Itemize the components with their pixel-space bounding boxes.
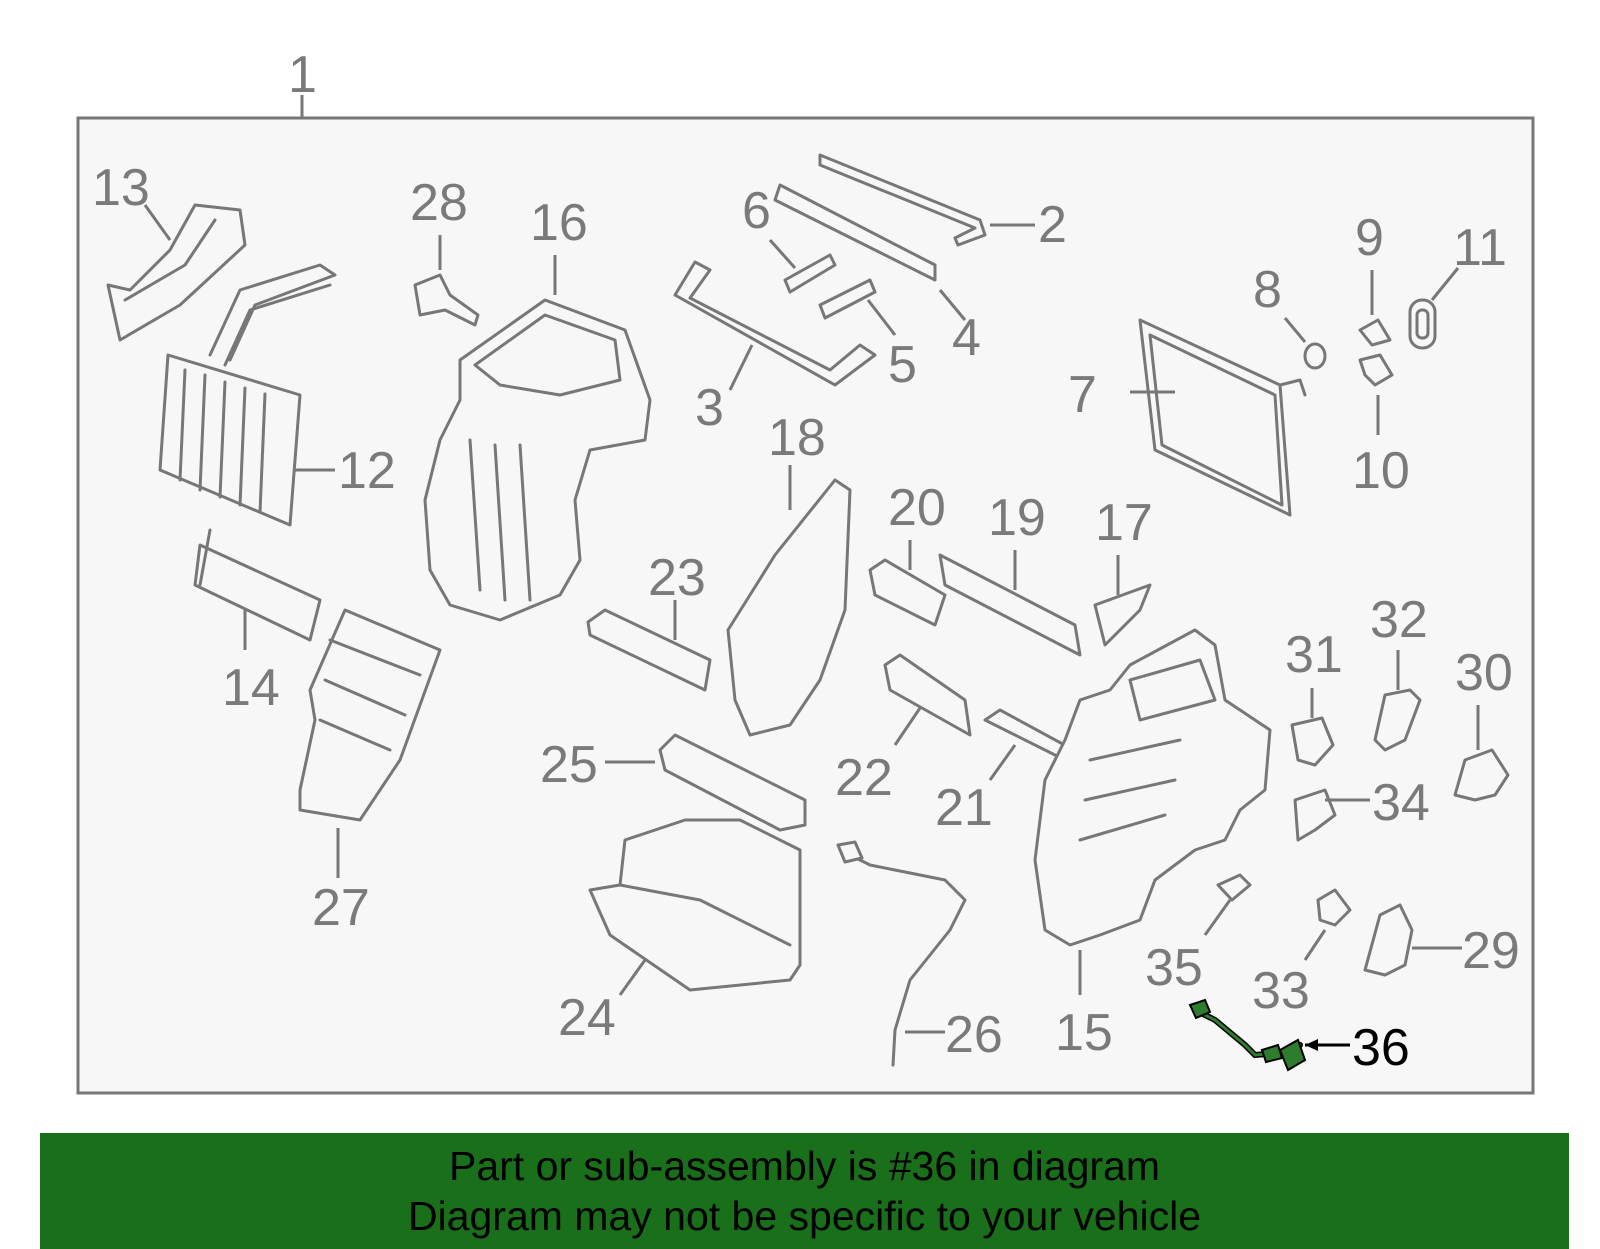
banner-line-2: Diagram may not be specific to your vehi… xyxy=(407,1193,1201,1239)
callout-5: 5 xyxy=(888,336,917,394)
part-10-clip xyxy=(1358,353,1394,387)
callout-15: 15 xyxy=(1055,1004,1113,1062)
callout-25: 25 xyxy=(540,736,598,794)
part-31-actuator xyxy=(1290,716,1335,767)
callout-12: 12 xyxy=(338,442,396,500)
part-4-seal xyxy=(773,183,937,282)
part-19-bar xyxy=(938,553,1082,657)
callout-4: 4 xyxy=(952,309,981,367)
callout-1: 1 xyxy=(288,46,317,104)
callout-3: 3 xyxy=(695,379,724,437)
callout-20: 20 xyxy=(888,479,946,537)
part-3-seal xyxy=(673,260,877,387)
part-12-heater-core xyxy=(158,263,337,527)
part-36-harness-highlighted xyxy=(1188,998,1307,1072)
callout-30: 30 xyxy=(1455,644,1513,702)
callout-13: 13 xyxy=(92,159,150,217)
part-9-clip xyxy=(1358,318,1392,347)
part-11-grommet xyxy=(1408,298,1437,350)
callout-17: 17 xyxy=(1095,494,1153,552)
callout-6: 6 xyxy=(742,182,771,240)
callout-33: 33 xyxy=(1252,962,1310,1020)
callout-11: 11 xyxy=(1453,219,1507,277)
callout-19: 19 xyxy=(988,489,1046,547)
part-23-door xyxy=(586,608,712,692)
part-27-duct xyxy=(298,608,442,822)
part-32-gear xyxy=(1373,688,1422,752)
part-16-case xyxy=(423,298,652,622)
part-26-harness xyxy=(836,840,967,1067)
banner-line-1: Part or sub-assembly is #36 in diagram xyxy=(449,1143,1160,1189)
part-22-door xyxy=(883,653,972,737)
callout-27: 27 xyxy=(312,879,370,937)
callout-26: 26 xyxy=(945,1006,1003,1064)
part-34-lever xyxy=(1293,788,1337,842)
callout-22: 22 xyxy=(835,749,893,807)
callout-10: 10 xyxy=(1352,442,1410,500)
callout-9: 9 xyxy=(1355,209,1384,267)
callout-7: 7 xyxy=(1068,366,1097,424)
part-15-case xyxy=(1033,628,1272,947)
info-banner: Part or sub-assembly is #36 in diagram D… xyxy=(40,1133,1569,1249)
part-13-duct xyxy=(106,203,247,342)
callout-29: 29 xyxy=(1462,922,1520,980)
part-17-bracket xyxy=(1093,583,1152,647)
part-20-link xyxy=(868,558,947,627)
part-8-grommet xyxy=(1303,342,1327,370)
part-30-actuator xyxy=(1453,748,1510,802)
part-24-case xyxy=(588,818,802,992)
callout-24: 24 xyxy=(558,989,616,1047)
callout-16: 16 xyxy=(530,194,588,252)
part-28-sensor xyxy=(413,273,480,327)
part-7-evaporator xyxy=(1138,318,1307,517)
part-29-actuator xyxy=(1363,903,1414,977)
callout-34: 34 xyxy=(1372,774,1430,832)
part-5-pad xyxy=(818,278,877,320)
part-35-clip xyxy=(1216,873,1252,902)
callout-2: 2 xyxy=(1038,196,1067,254)
callout-28: 28 xyxy=(410,174,468,232)
part-25-panel xyxy=(658,733,807,832)
callout-35: 35 xyxy=(1145,939,1203,997)
part-33-clip xyxy=(1316,888,1352,927)
part-14-filter xyxy=(193,528,322,642)
callout-36: 36 xyxy=(1352,1019,1410,1077)
callout-31: 31 xyxy=(1285,626,1343,684)
part-2-seal xyxy=(818,153,987,247)
callout-21: 21 xyxy=(935,779,993,837)
part-6-pad xyxy=(783,253,837,294)
callout-32: 32 xyxy=(1370,591,1428,649)
callout-14: 14 xyxy=(222,659,280,717)
callout-18: 18 xyxy=(768,409,826,467)
callout-23: 23 xyxy=(648,549,706,607)
part-18-door xyxy=(726,478,852,737)
callout-8: 8 xyxy=(1253,261,1282,319)
